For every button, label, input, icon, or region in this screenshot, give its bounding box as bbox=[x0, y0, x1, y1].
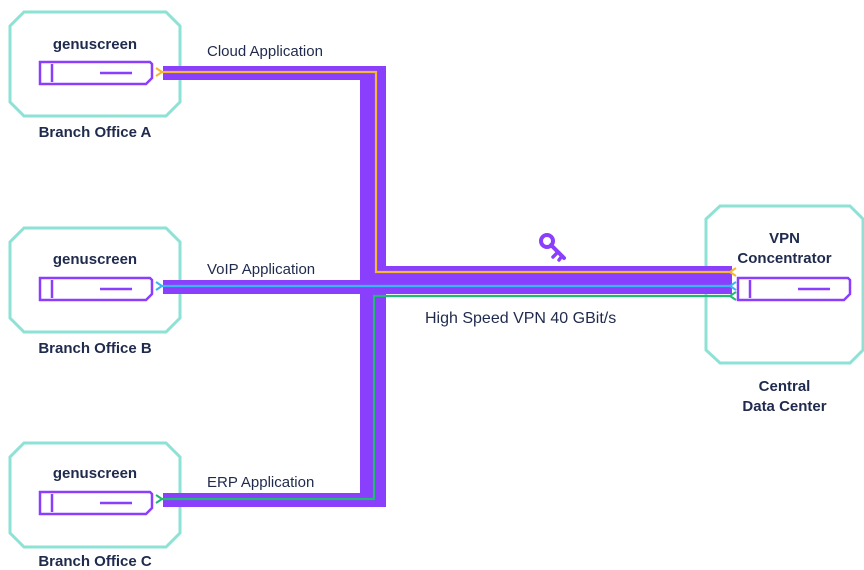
vpn-link-label: High Speed VPN 40 GBit/s bbox=[425, 310, 617, 327]
branch-a-frame bbox=[8, 10, 182, 118]
branch-a-device-icon bbox=[38, 60, 154, 86]
branch-a-office-name: Branch Office A bbox=[38, 124, 152, 141]
concentrator-title-line2: Concentrator bbox=[737, 250, 832, 267]
cloud-application-label: Cloud Application bbox=[207, 43, 323, 60]
erp-application-line bbox=[155, 291, 737, 504]
branch-b-office-name: Branch Office B bbox=[38, 340, 152, 357]
voip-application-label: VoIP Application bbox=[207, 261, 316, 278]
key-icon bbox=[539, 233, 566, 262]
branch-b-device-label: genuscreen bbox=[52, 251, 138, 268]
central-site-line2: Data Center bbox=[742, 398, 827, 415]
branch-c-frame bbox=[8, 441, 182, 549]
branch-b-device-icon bbox=[38, 276, 154, 302]
branch-c-device-label: genuscreen bbox=[52, 465, 138, 482]
branch-c-office-name: Branch Office C bbox=[38, 553, 152, 570]
branch-c-device-icon bbox=[38, 490, 154, 516]
cloud-application-line bbox=[155, 67, 737, 277]
concentrator-device-icon bbox=[736, 276, 852, 302]
branch-b-frame bbox=[8, 226, 182, 334]
erp-application-label: ERP Application bbox=[207, 474, 315, 491]
concentrator-title-line1: VPN bbox=[769, 230, 800, 247]
branch-a-device-label: genuscreen bbox=[52, 36, 138, 53]
central-site-line1: Central bbox=[758, 378, 811, 395]
